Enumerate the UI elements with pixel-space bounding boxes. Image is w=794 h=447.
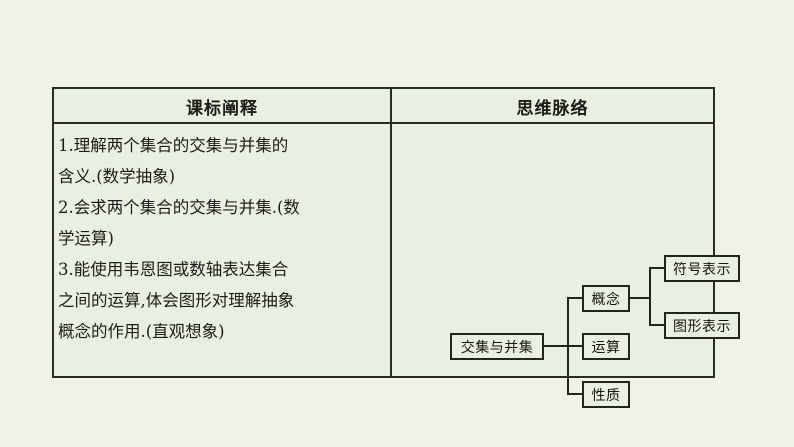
connector-trunk2-vertical (649, 267, 651, 325)
objective-line: 学运算) (58, 229, 114, 248)
content-table: 课标阐释 思维脉络 1.理解两个集合的交集与并集的 含义.(数学抽象) 2.会求… (52, 87, 740, 408)
table-header-standards: 课标阐释 (186, 99, 258, 119)
diagram-node-symbolic-representation: 符号表示 (664, 255, 740, 282)
diagram-node-operation: 运算 (582, 333, 630, 360)
table-column-divider (390, 89, 392, 376)
diagram-node-concept: 概念 (582, 285, 630, 312)
diagram-node-graphic-representation: 图形表示 (664, 312, 740, 339)
objective-line: 2.会求两个集合的交集与并集.(数 (58, 198, 300, 217)
standards-cell: 1.理解两个集合的交集与并集的 含义.(数学抽象) 2.会求两个集合的交集与并集… (54, 124, 390, 376)
thinking-map-cell: 交集与并集 概念 运算 性质 符号表示 图形表示 (392, 124, 740, 408)
diagram-node-root: 交集与并集 (450, 333, 544, 360)
connector-to-operation (567, 345, 583, 347)
connector-concept-stub (630, 297, 650, 299)
connector-to-property (567, 393, 583, 395)
table-header-row: 课标阐释 思维脉络 (54, 89, 713, 124)
connector-to-concept (567, 297, 583, 299)
objective-line: 3.能使用韦恩图或数轴表达集合 (58, 260, 289, 279)
connector-root-stub (544, 345, 568, 347)
objective-line: 1.理解两个集合的交集与并集的 (58, 136, 289, 155)
diagram-node-property: 性质 (582, 381, 630, 408)
table-header-thinking: 思维脉络 (516, 99, 589, 119)
objective-line: 含义.(数学抽象) (58, 167, 176, 186)
connector-to-graphic (649, 324, 665, 326)
objective-line: 之间的运算,体会图形对理解抽象 (58, 291, 295, 310)
connector-to-symbolic (649, 267, 665, 269)
objective-line: 概念的作用.(直观想象) (58, 322, 225, 341)
